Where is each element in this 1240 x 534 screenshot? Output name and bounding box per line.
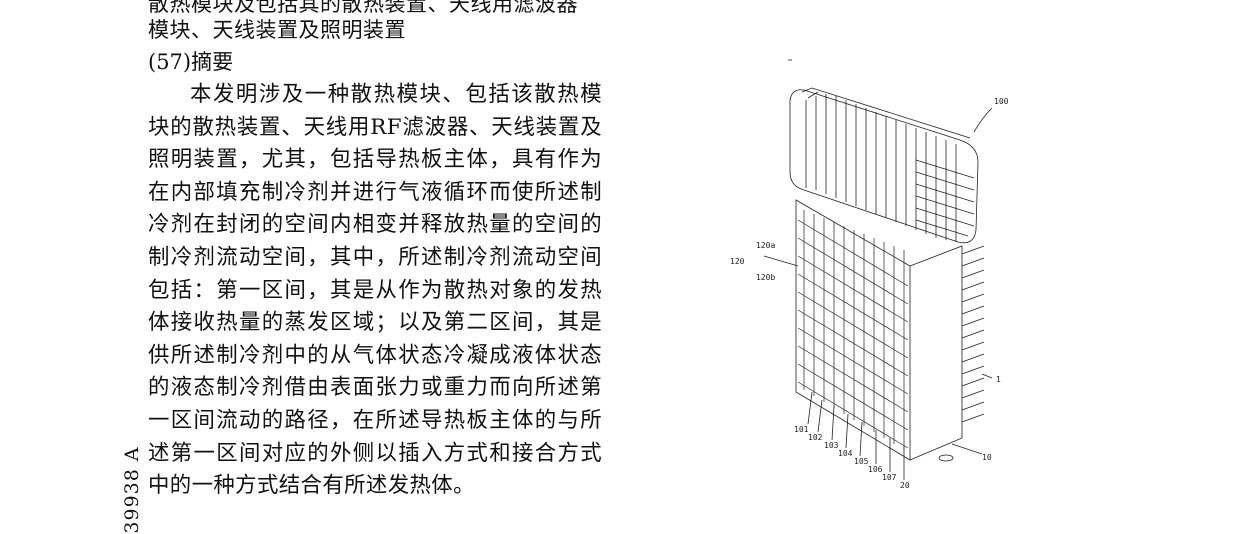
heat-sink-drawing: 100 120a 120 120b 1 10 101 102 103 104 1… — [730, 59, 1009, 490]
publication-number-text: 39938 A — [121, 446, 143, 534]
label-107: 107 — [882, 473, 897, 482]
label-20: 20 — [900, 481, 910, 490]
label-100: 100 — [994, 97, 1009, 106]
label-120: 120 — [730, 257, 745, 266]
label-120a: 120a — [756, 241, 775, 250]
label-105: 105 — [854, 457, 869, 466]
title-line: 模块、天线装置及照明装置 — [148, 18, 406, 42]
label-1: 1 — [996, 375, 1001, 384]
patent-figure: 100 120a 120 120b 1 10 101 102 103 104 1… — [720, 40, 1020, 500]
label-106: 106 — [868, 465, 883, 474]
abstract-body: 本发明涉及一种散热模块、包括该散热模块的散热装置、天线用RF滤波器、天线装置及照… — [148, 82, 602, 499]
label-104: 104 — [838, 449, 853, 458]
label-101: 101 — [794, 425, 809, 434]
publication-number: 39938 A — [112, 446, 152, 533]
label-10: 10 — [982, 453, 992, 462]
label-103: 103 — [824, 441, 839, 450]
title-line-partial: 散热模块及包括其的散热装置、天线用滤波器 — [148, 0, 578, 16]
label-120b: 120b — [756, 273, 775, 282]
label-102: 102 — [808, 433, 823, 442]
abstract-heading: (57)摘要 — [148, 50, 234, 74]
